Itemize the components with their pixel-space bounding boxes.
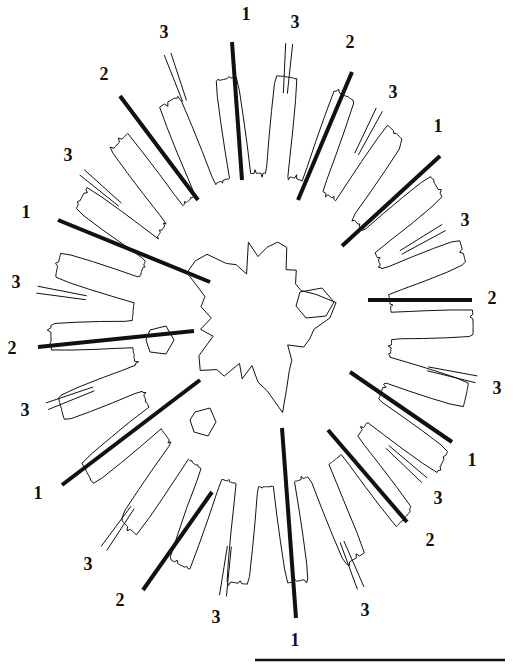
callout-number: 2	[488, 289, 497, 307]
minor-septum	[219, 546, 227, 595]
callout-number: 3	[160, 23, 169, 41]
septum-marker	[143, 492, 212, 590]
island-outline	[296, 288, 334, 318]
callout-number: 2	[426, 531, 435, 549]
callout-number: 2	[8, 339, 17, 357]
minor-septum	[287, 44, 292, 94]
callout-number: 1	[434, 117, 443, 135]
callout-number: 2	[346, 33, 355, 51]
minor-septum	[400, 224, 443, 250]
septum-marker	[368, 298, 472, 302]
callout-number: 1	[291, 631, 300, 649]
minor-septum	[107, 509, 134, 551]
central-cavity	[187, 242, 336, 412]
callout-number: 3	[212, 608, 221, 626]
island-outline	[190, 408, 216, 436]
callout-number: 2	[116, 591, 125, 609]
minor-septum	[402, 230, 446, 254]
minor-septum	[355, 108, 376, 153]
callout-number: 3	[291, 13, 300, 31]
septum-marker	[120, 96, 198, 200]
minor-septum	[283, 43, 285, 93]
minor-septum	[428, 367, 477, 376]
septum-marker	[58, 220, 210, 282]
minor-septum	[80, 175, 119, 206]
septum-marker	[282, 428, 296, 618]
minor-septum	[164, 55, 182, 102]
callout-number: 3	[361, 601, 370, 619]
septum-marker	[38, 331, 194, 347]
callout-number: 3	[84, 555, 93, 573]
minor-septum	[389, 445, 427, 477]
callout-number: 3	[64, 146, 73, 164]
septum-marker	[298, 72, 352, 200]
minor-septum	[48, 391, 94, 410]
callout-number: 3	[12, 273, 21, 291]
callout-number: 1	[242, 5, 251, 23]
callout-number: 2	[100, 65, 109, 83]
callout-number: 3	[434, 489, 443, 507]
island-outline	[146, 326, 174, 354]
callout-number: 3	[493, 379, 502, 397]
septum-marker	[350, 372, 452, 442]
callout-number: 1	[34, 484, 43, 502]
septum-marker	[232, 42, 242, 180]
callout-number: 3	[21, 401, 30, 419]
minor-septum	[84, 170, 121, 203]
minor-septum	[358, 111, 382, 155]
minor-septum	[344, 541, 364, 587]
septum-marker	[328, 430, 407, 522]
callout-number: 3	[461, 211, 470, 229]
septum-marker	[342, 156, 440, 246]
minor-septum	[226, 547, 231, 597]
scale-bar	[255, 659, 505, 662]
minor-septum	[101, 506, 131, 546]
callout-number: 1	[22, 203, 31, 221]
outer-outline	[47, 76, 473, 586]
minor-septum	[36, 293, 86, 300]
minor-septum	[386, 448, 422, 483]
minor-septum	[427, 371, 476, 383]
callout-number: 3	[389, 83, 398, 101]
callout-number: 1	[468, 451, 477, 469]
